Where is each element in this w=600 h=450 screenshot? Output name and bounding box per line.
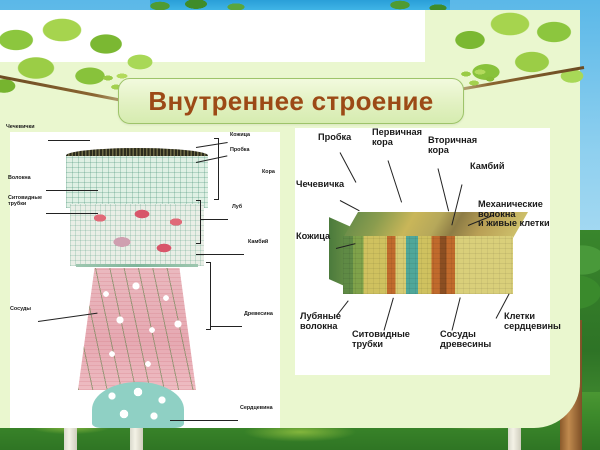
top-foliage <box>150 0 450 12</box>
right-figure-label: Ситовидные трубки <box>352 329 410 349</box>
bracket-kora <box>214 138 219 200</box>
left-figure-label: Кора <box>262 169 275 175</box>
stem-cross-section-drawing <box>62 142 212 428</box>
bracket-drevesina <box>206 262 211 330</box>
left-figure-label: Древесина <box>244 311 273 317</box>
content-card: Внутреннее строение <box>0 10 586 428</box>
right-figure-label: Первичная кора <box>372 127 422 147</box>
right-figure-label: Механические волокна и живые клетки <box>478 199 550 229</box>
right-figure-label: Чечевичка <box>296 179 345 189</box>
right-figure-label: Кожица <box>296 231 331 241</box>
right-figure-label: Клетки сердцевины <box>504 311 561 331</box>
card-white-header <box>0 10 425 62</box>
stem-3d-block-drawing <box>329 212 529 294</box>
leader-line <box>210 326 242 327</box>
right-figure-label: Камбий <box>470 161 505 171</box>
bark-cell-layer <box>66 156 208 208</box>
leader-line <box>200 219 228 220</box>
cork-layer <box>66 148 208 157</box>
right-figure-label: Сосуды древесины <box>440 329 492 349</box>
figure-panel-right <box>295 128 550 375</box>
left-figure-label: Ситовидные трубки <box>8 195 42 207</box>
xylem-layer <box>78 268 196 390</box>
right-figure-label: Вторичная кора <box>428 135 478 155</box>
page-title-text: Внутреннее строение <box>148 85 434 116</box>
leader-line <box>170 420 238 421</box>
cambium-layer <box>76 264 198 267</box>
pith-layer <box>92 382 184 428</box>
leader-line <box>46 213 98 214</box>
left-figure-label: Кожица <box>230 132 251 138</box>
leaf-sprig-icon <box>458 68 498 90</box>
left-figure-label: Сосуды <box>10 306 32 312</box>
left-figure-label: Камбий <box>248 239 269 245</box>
block-front-face <box>343 236 513 294</box>
bracket-lub <box>196 200 201 244</box>
leader-line <box>46 190 98 191</box>
page-title: Внутреннее строение <box>118 78 464 124</box>
phloem-layer <box>70 204 204 266</box>
right-figure-label: Лубяные волокна <box>300 311 341 331</box>
right-figure-label: Пробка <box>318 132 352 142</box>
left-figure-label: Пробка <box>230 147 250 153</box>
leader-line <box>48 140 90 141</box>
left-figure-label: Сердцевина <box>240 405 273 411</box>
left-figure-label: Луб <box>232 204 243 210</box>
left-figure-label: Чечевички <box>6 124 35 130</box>
leader-line <box>196 254 244 255</box>
figure-panel-left <box>10 132 280 428</box>
left-figure-label: Волокна <box>8 175 31 181</box>
